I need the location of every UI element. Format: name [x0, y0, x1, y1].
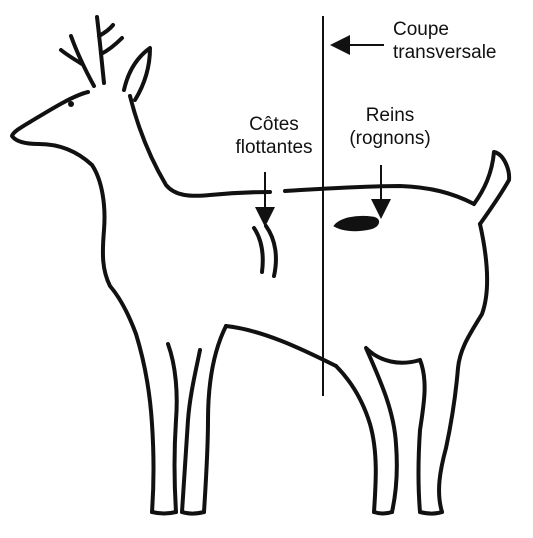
deer-silhouette	[12, 17, 509, 514]
label-coupe-line2: transversale	[393, 41, 497, 64]
label-cotes-line2: flottantes	[233, 136, 315, 159]
deer-ear	[124, 48, 150, 100]
floating-ribs	[254, 226, 276, 276]
deer-front-hoof-back	[182, 512, 204, 514]
rib-line-2	[266, 226, 276, 276]
deer-hind-inner-near	[336, 366, 376, 512]
label-coupe-line1: Coupe	[393, 18, 497, 41]
deer-tail	[474, 152, 509, 224]
deer-front-hoof-front	[152, 512, 176, 514]
kidney-shape	[334, 216, 379, 230]
rib-line-1	[254, 228, 263, 272]
label-reins-line1: Reins	[334, 104, 446, 127]
deer-eye	[68, 101, 74, 107]
deer-belly	[226, 326, 336, 366]
deer-front-leg-middle	[168, 344, 177, 512]
deer-hind-hoof-near	[374, 512, 392, 514]
label-reins-line2: (rognons)	[334, 127, 446, 150]
deer-front-leg-back	[204, 326, 226, 512]
deer-hind-hoof-rear	[420, 512, 442, 514]
deer-hind-rear	[439, 224, 487, 512]
deer-antler-right	[97, 17, 122, 83]
deer-head-front	[12, 92, 136, 334]
deer-hind-inner-rear	[419, 360, 425, 512]
label-cotes-flottantes: Côtes flottantes	[233, 113, 315, 159]
label-reins: Reins (rognons)	[334, 104, 446, 150]
deer-front-leg-inner	[182, 350, 200, 512]
label-cotes-line1: Côtes	[233, 113, 315, 136]
label-coupe-transversale: Coupe transversale	[393, 18, 497, 64]
deer-back-line	[285, 186, 474, 204]
deer-antler-left	[61, 36, 94, 86]
deer-front-leg-front	[136, 334, 154, 512]
